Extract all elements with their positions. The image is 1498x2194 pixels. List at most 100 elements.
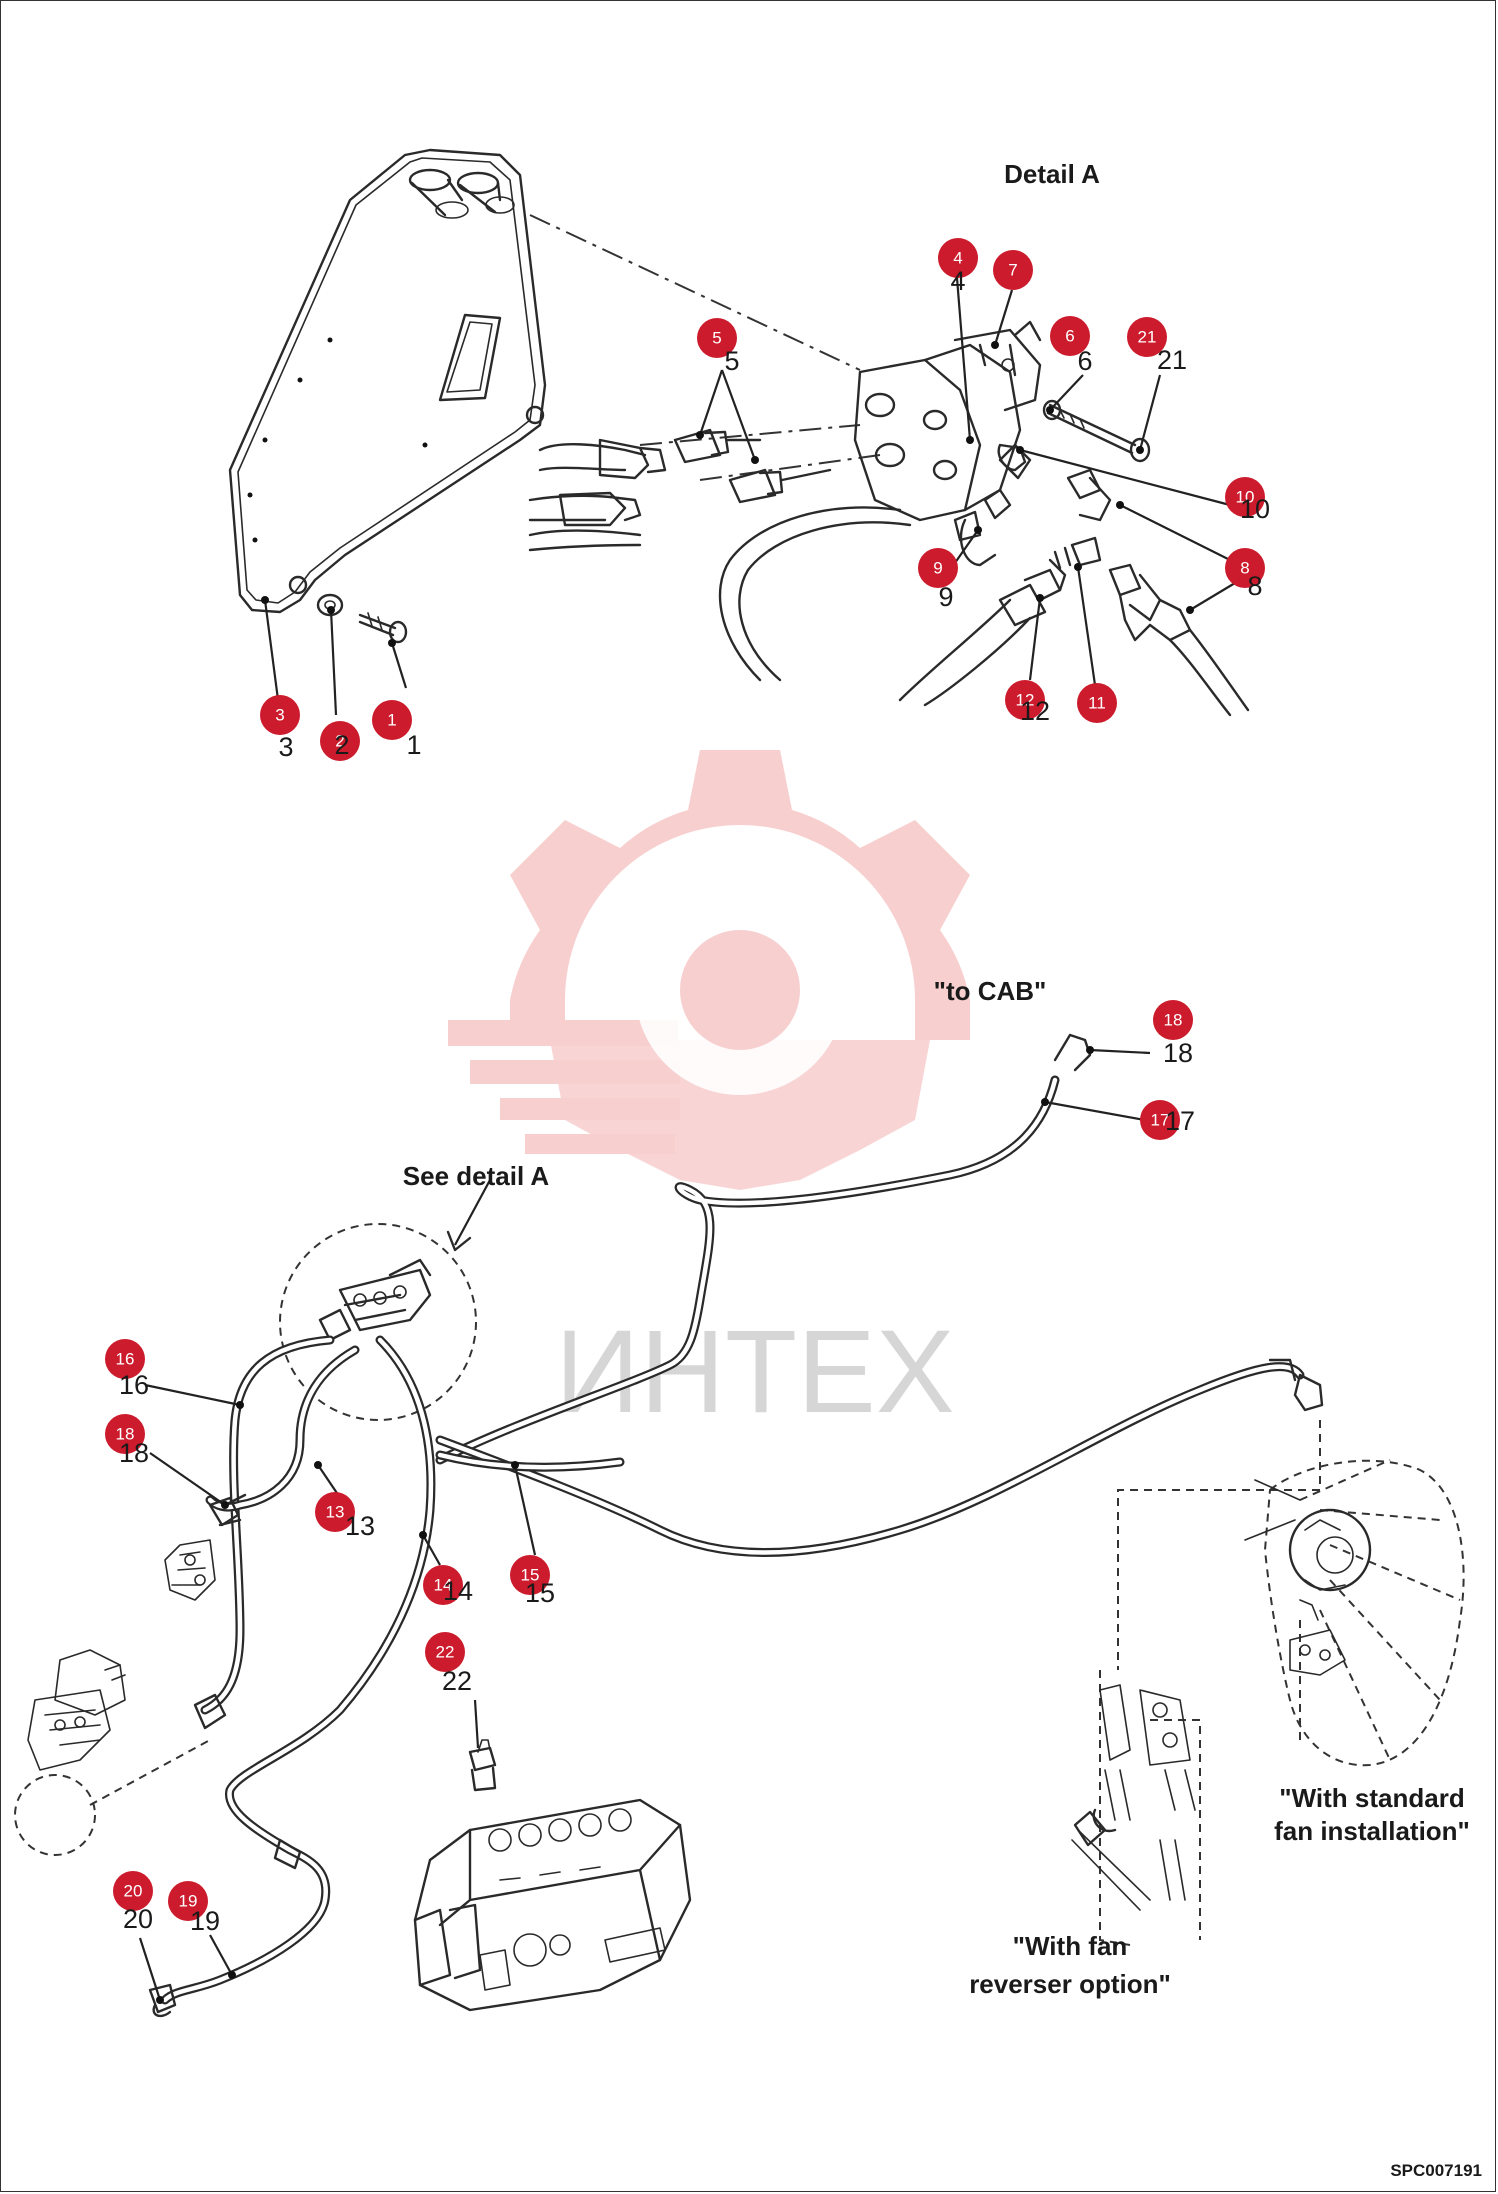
callout-number: 13 [345, 1511, 375, 1541]
svg-text:18: 18 [1164, 1011, 1183, 1030]
callout-badge: 18 [105, 1414, 145, 1454]
callout-number: 2 [334, 730, 349, 760]
arrow-icon [446, 1230, 472, 1252]
svg-text:15: 15 [521, 1566, 540, 1585]
callout-number: 18 [1163, 1038, 1193, 1068]
fan-reverser-label-line2: reverser option" [969, 1969, 1171, 1999]
elbow-fittings [959, 443, 1250, 717]
callout-badge: 20 [113, 1871, 153, 1911]
callout-number: 15 [525, 1578, 555, 1608]
callout-number: 4 [950, 266, 965, 296]
callout-badge: 17 [1140, 1100, 1180, 1140]
svg-text:3: 3 [275, 706, 284, 725]
callout-badge: 8 [1225, 548, 1265, 588]
svg-text:13: 13 [326, 1503, 345, 1522]
callout-number: 8 [1247, 571, 1262, 601]
callout-badge: 15 [510, 1555, 550, 1595]
svg-text:19: 19 [179, 1892, 198, 1911]
fitting-22 [468, 1739, 497, 1792]
svg-text:14: 14 [434, 1576, 453, 1595]
callout-number: 22 [442, 1666, 472, 1696]
callout-badge: 19 [168, 1881, 208, 1921]
callout-number: 5 [724, 346, 739, 376]
callout-number: 17 [1165, 1106, 1195, 1136]
svg-text:2: 2 [335, 732, 344, 751]
callout-number: 18 [119, 1438, 149, 1468]
callout-badge: 4 [938, 238, 978, 278]
watermark-gear-icon [448, 750, 970, 1190]
watermark-text: ИНТЕХ [555, 1306, 955, 1438]
detail-a-title: Detail A [1004, 159, 1100, 189]
callout-number: 20 [123, 1904, 153, 1934]
callout-number: 3 [278, 732, 293, 762]
hose-assemblies [148, 1033, 1324, 2018]
manifold-small [318, 1258, 432, 1342]
callout-badge: 3 [260, 695, 300, 735]
callout-badge: 13 [315, 1492, 355, 1532]
svg-text:5: 5 [712, 329, 721, 348]
callout-number: 9 [938, 582, 953, 612]
callout-badge: 22 [425, 1632, 465, 1672]
callout-badge: 16 [105, 1339, 145, 1379]
center-line [699, 454, 881, 481]
callout-group-bottom: 18 18 17 17 16 16 18 18 13 13 14 14 15 1… [105, 1000, 1195, 2004]
callout-badge: 2 [320, 721, 360, 761]
callout-badge: 11 [1077, 683, 1117, 723]
svg-text:10: 10 [1236, 488, 1255, 507]
callout-number: 10 [1240, 494, 1270, 524]
callout-number: 12 [1020, 696, 1050, 726]
standard-fan-label-line2: fan installation" [1274, 1816, 1470, 1846]
callout-badge: 12 [1005, 680, 1045, 720]
svg-text:11: 11 [1088, 694, 1106, 713]
callout-number: 21 [1157, 345, 1187, 375]
control-valve [413, 1798, 692, 2012]
svg-text:21: 21 [1138, 328, 1157, 347]
plate-bolt [316, 593, 408, 644]
detail-hoses [528, 438, 1062, 707]
svg-text:16: 16 [116, 1350, 135, 1369]
callout-badge: 18 [1153, 1000, 1193, 1040]
callout-badge: 5 [697, 318, 737, 358]
svg-text:22: 22 [436, 1643, 455, 1662]
callout-number: 1 [406, 730, 421, 760]
svg-text:8: 8 [1240, 559, 1249, 578]
callout-number: 19 [190, 1906, 220, 1936]
svg-text:4: 4 [953, 249, 962, 268]
svg-text:20: 20 [124, 1882, 143, 1901]
svg-text:18: 18 [116, 1425, 135, 1444]
callout-number: 14 [443, 1576, 473, 1606]
center-line [639, 424, 861, 446]
callout-number: 16 [119, 1370, 149, 1400]
callout-badge: 21 [1127, 317, 1167, 357]
to-cab-label: "to CAB" [934, 976, 1047, 1006]
center-line [529, 214, 861, 371]
svg-text:6: 6 [1065, 327, 1074, 346]
see-detail-a-label: See detail A [403, 1161, 550, 1191]
svg-text:9: 9 [933, 559, 942, 578]
fan-reverser-assembly [1071, 1420, 1321, 1946]
fan-reverser-label-line1: "With fan [1013, 1931, 1128, 1961]
callout-badge: 6 [1050, 316, 1090, 356]
straight-fittings [673, 428, 832, 504]
detail-a-marker [279, 1223, 477, 1421]
callout-badge: 14 [423, 1565, 463, 1605]
callout-badge: 9 [918, 548, 958, 588]
callout-number: 6 [1077, 346, 1092, 376]
bracket-bottom-left [14, 1649, 211, 1856]
callout-badge: 7 [993, 250, 1033, 290]
standard-fan-label-line1: "With standard [1279, 1783, 1464, 1813]
mounting-plate [228, 148, 547, 614]
svg-text:17: 17 [1151, 1111, 1170, 1130]
standard-fan-assembly [1244, 1459, 1465, 1767]
callout-badge: 1 [372, 700, 412, 740]
callout-group-top: 1 1 2 2 3 3 4 4 5 5 7 6 6 21 21 10 10 8 [260, 238, 1270, 762]
drawing-code: SPC007191 [1390, 2161, 1482, 2180]
bolt [1042, 399, 1151, 463]
callout-badge: 10 [1225, 477, 1265, 517]
plate-holes [247, 337, 428, 543]
svg-text:1: 1 [387, 711, 396, 730]
svg-text:7: 7 [1008, 261, 1017, 280]
svg-text:12: 12 [1016, 691, 1035, 710]
